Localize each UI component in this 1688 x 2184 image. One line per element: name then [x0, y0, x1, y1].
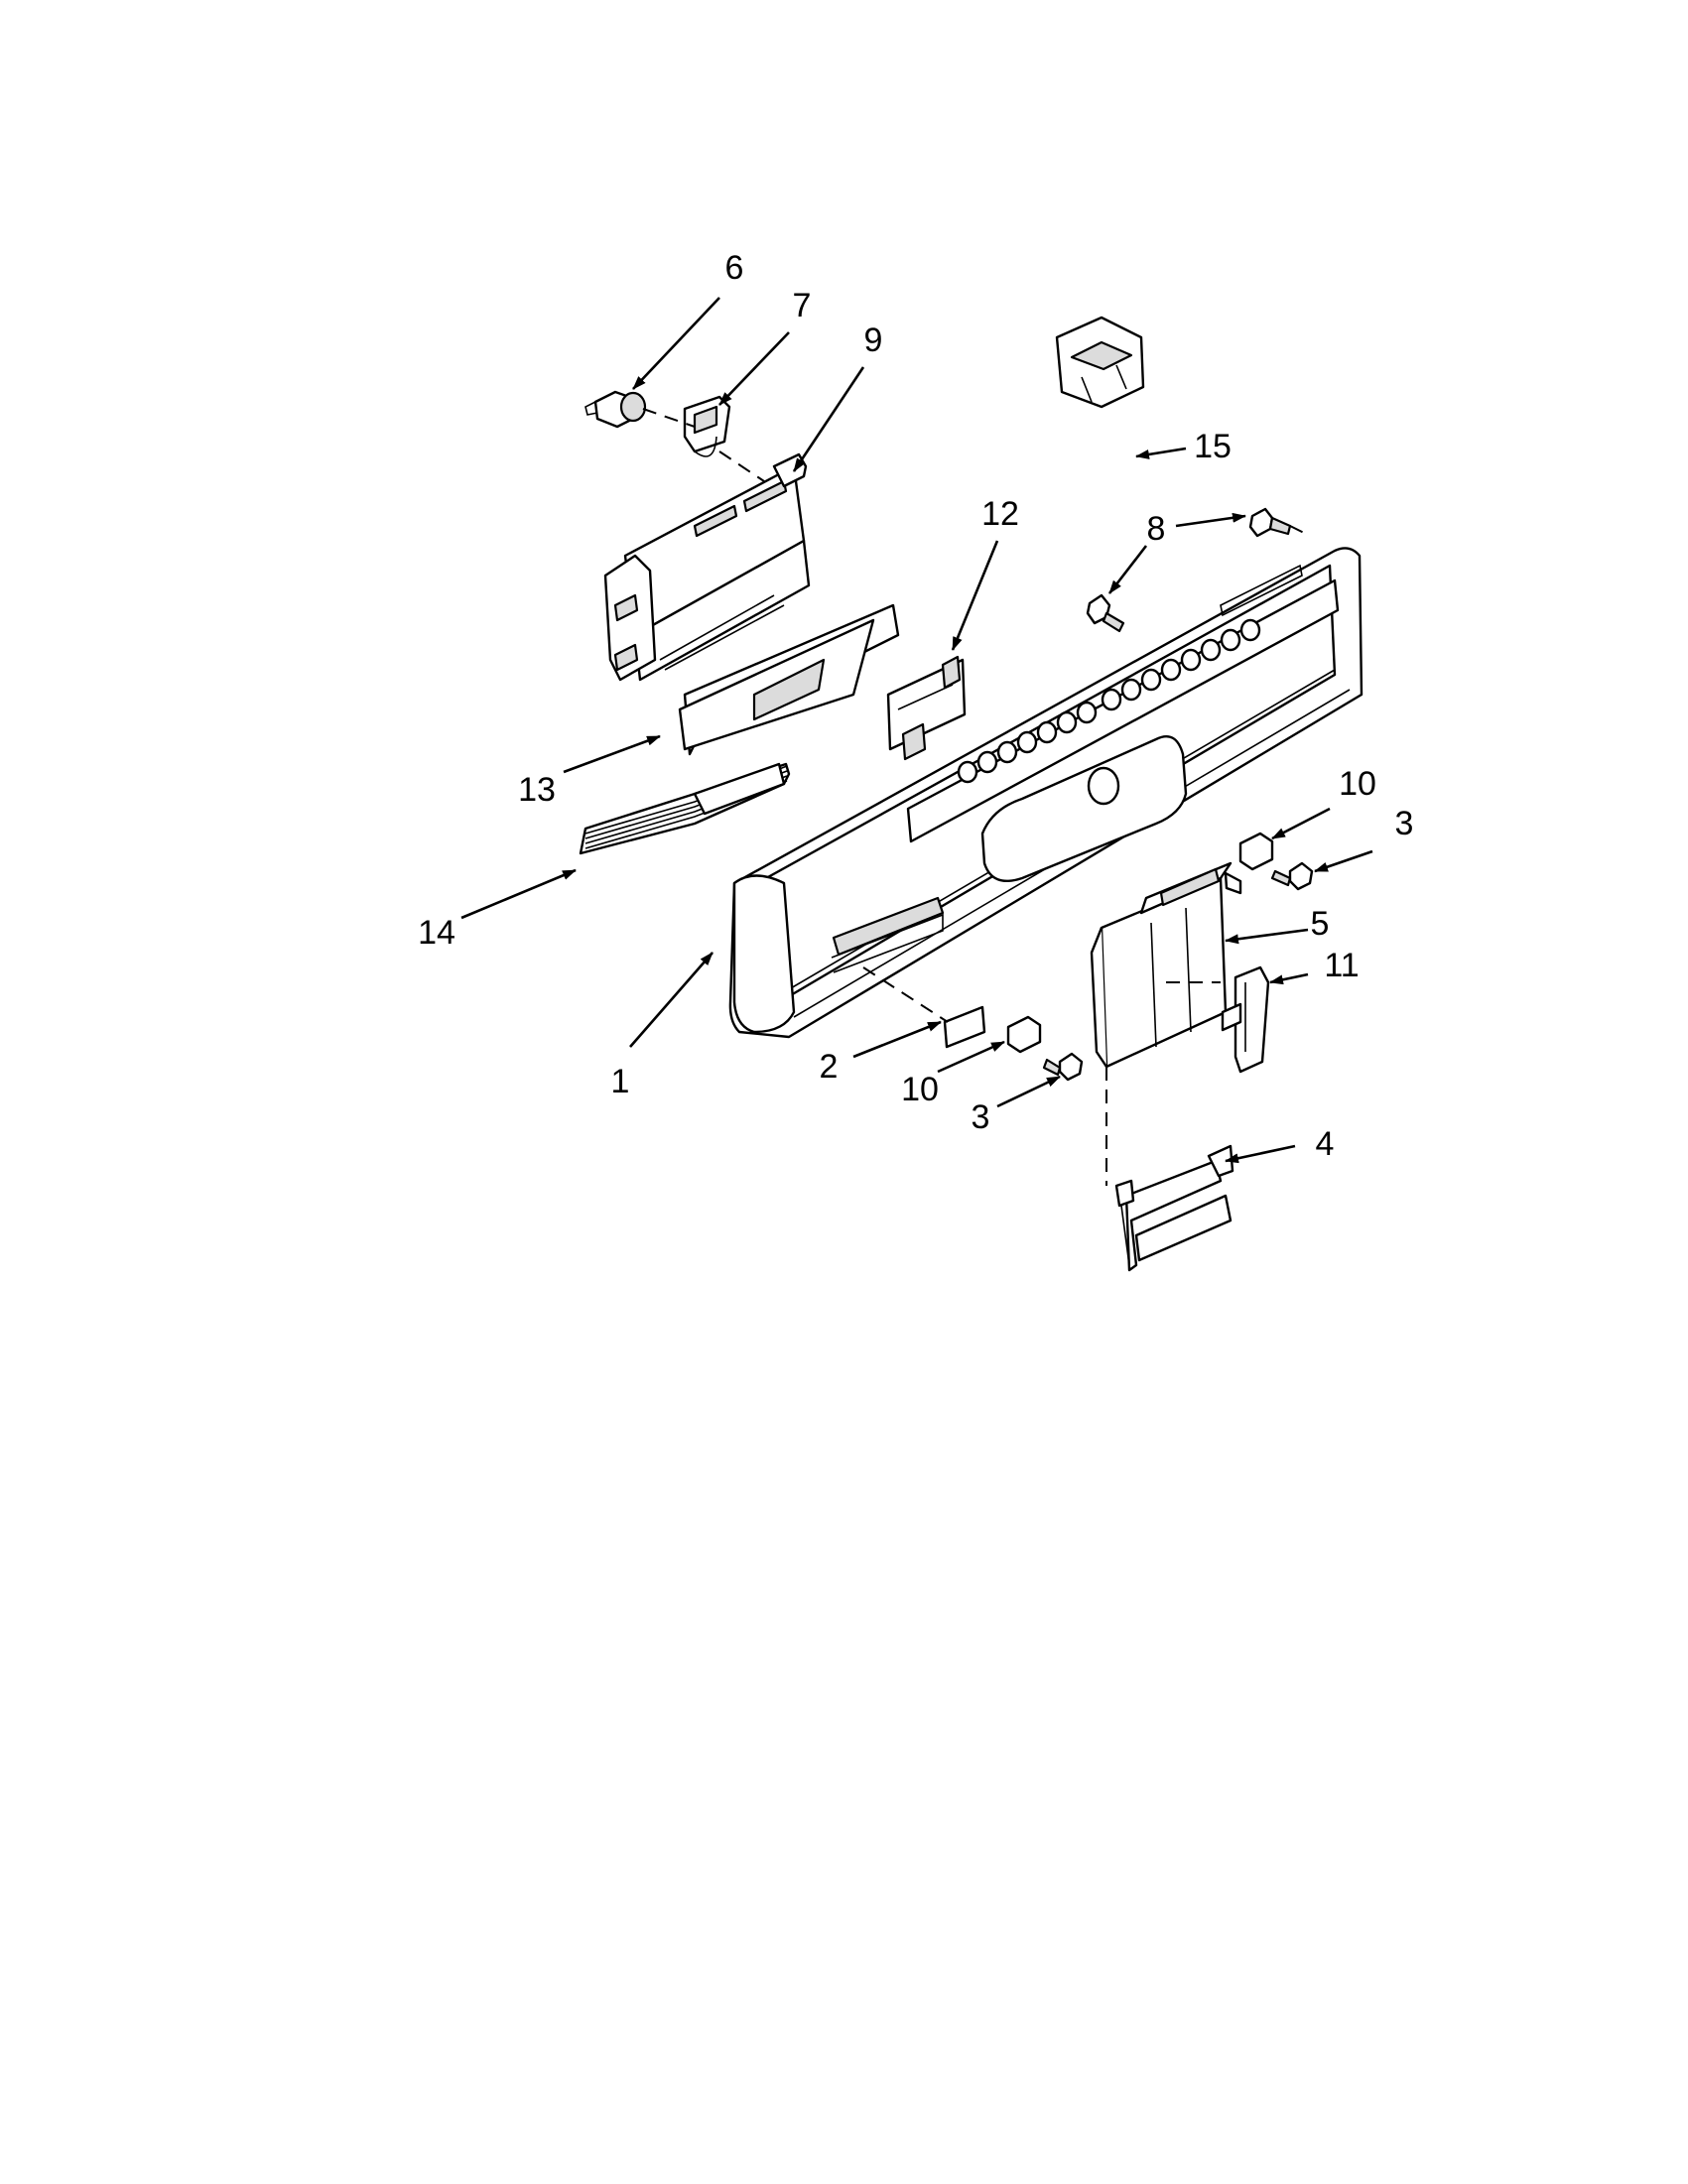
callout-labels: 6 7 9 15 12 8 13 14 10 3 5 11 1 2 10 3 4	[418, 249, 1413, 1163]
screw-part-8-lower	[1086, 593, 1125, 633]
callout-2: 2	[820, 1048, 839, 1086]
callout-12: 12	[981, 495, 1019, 533]
callout-1: 1	[611, 1063, 630, 1100]
panel-buttons	[957, 618, 1261, 784]
vent-part-15	[1055, 316, 1145, 409]
callout-3-left: 3	[972, 1098, 990, 1136]
screw-part-3-left	[1042, 1052, 1084, 1082]
callout-6: 6	[725, 249, 744, 287]
callout-15: 15	[1194, 428, 1232, 465]
screw-part-8-upper	[1248, 507, 1292, 538]
fuse-bracket-part-7	[683, 395, 731, 457]
bracket-part-12	[886, 655, 967, 761]
callout-9: 9	[864, 321, 883, 359]
callout-3-right: 3	[1395, 805, 1414, 842]
label-part-2	[943, 1005, 986, 1049]
callout-11: 11	[1324, 947, 1359, 984]
callout-14: 14	[418, 914, 455, 952]
control-board-part-9	[603, 452, 811, 682]
clip-part-10-right	[1238, 832, 1274, 871]
callout-4: 4	[1316, 1125, 1335, 1163]
leader-arrows	[460, 297, 1373, 1164]
control-panel-part-1	[728, 547, 1363, 1039]
callout-10-right: 10	[1339, 765, 1376, 803]
callout-5: 5	[1311, 905, 1330, 943]
latch-part-11	[1221, 965, 1270, 1074]
thermal-fuse-part-6	[584, 390, 647, 429]
ribbon-cable-part-14	[579, 762, 791, 855]
handle-part-4	[1114, 1144, 1234, 1272]
callout-13: 13	[518, 771, 556, 809]
callout-7: 7	[793, 287, 812, 324]
switch-housing-part-5	[1090, 861, 1242, 1069]
assembly-lines	[642, 408, 1311, 1186]
screw-part-3-right	[1270, 861, 1314, 891]
insulation-sheet-part-13	[678, 603, 900, 756]
callout-10-left: 10	[901, 1071, 939, 1108]
callout-8: 8	[1147, 510, 1166, 548]
clip-part-10-left	[1006, 1015, 1042, 1054]
